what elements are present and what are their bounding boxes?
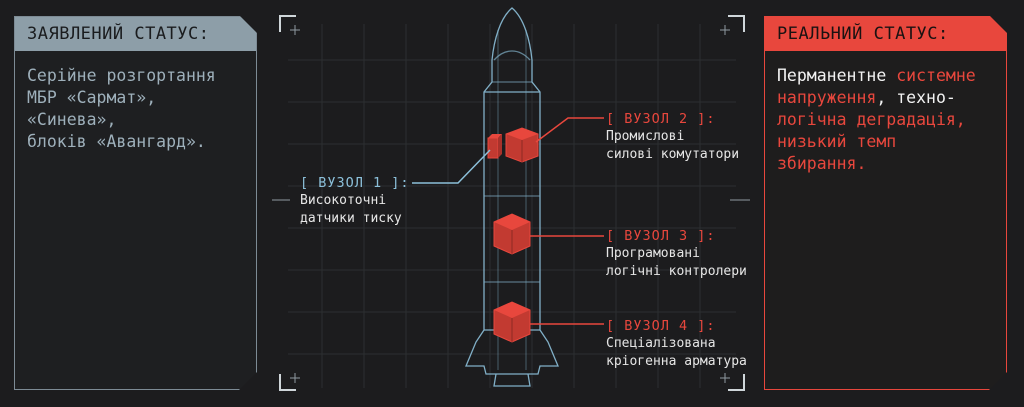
- node-2-desc-line-2: силові комутатори: [606, 147, 740, 162]
- node-1-desc-line-1: Високоточні: [300, 193, 387, 208]
- node-1-component: [487, 134, 502, 159]
- node-3-desc-line-1: Програмовані: [606, 246, 700, 261]
- declared-status-text: Серійне розгортання МБР «Сармат», «Синев…: [15, 51, 256, 167]
- node-2-desc-line-1: Промислові: [606, 129, 685, 144]
- node-2-tag: [ ВУЗОЛ 2 ]:: [606, 111, 716, 127]
- node-4-label: [ ВУЗОЛ 4 ]: Спеціалізована кріогенна ар…: [606, 317, 747, 371]
- panel-corner-cut: [989, 372, 1007, 390]
- header-notch: [990, 16, 1007, 33]
- node-3-label: [ ВУЗОЛ 3 ]: Програмовані логічні контро…: [606, 227, 747, 281]
- actual-line-3: логічна деградація,: [777, 110, 966, 129]
- declared-line-2: МБР «Сармат», «Синева»,: [27, 88, 157, 129]
- node-4-component: [493, 301, 531, 343]
- actual-status-header: РЕАЛЬНИЙ СТАТУС:: [765, 16, 1007, 51]
- actual-status-title: РЕАЛЬНИЙ СТАТУС:: [777, 24, 949, 44]
- node-1-desc-line-2: датчики тиску: [300, 211, 402, 226]
- declared-status-title: ЗАЯВЛЕНИЙ СТАТУС:: [27, 24, 210, 44]
- declared-status-header: ЗАЯВЛЕНИЙ СТАТУС:: [15, 16, 257, 51]
- node-4-tag: [ ВУЗОЛ 4 ]:: [606, 318, 716, 334]
- node-3-tag: [ ВУЗОЛ 3 ]:: [606, 228, 716, 244]
- crosshair-markers: [272, 25, 750, 383]
- node-2-component: [505, 127, 539, 163]
- header-notch: [240, 16, 257, 33]
- node-2-leader: [535, 117, 604, 143]
- node-4-desc-line-2: кріогенна арматура: [606, 354, 747, 369]
- blueprint-grid: [288, 24, 736, 388]
- node-4-desc-line-1: Спеціалізована: [606, 336, 716, 351]
- actual-line-1: Перманентне системне: [777, 65, 994, 87]
- actual-status-text: Перманентне системне напруження, техно- …: [765, 51, 1006, 189]
- declared-line-3: блоків «Авангард».: [27, 132, 206, 151]
- node-3-desc-line-2: логічні контролери: [606, 264, 747, 279]
- node-1-tag: [ ВУЗОЛ 1 ]:: [300, 175, 410, 191]
- node-1-leader: [412, 149, 491, 184]
- panel-corner-cut: [239, 372, 257, 390]
- actual-status-panel: РЕАЛЬНИЙ СТАТУС: Перманентне системне на…: [764, 16, 1007, 390]
- actual-line-4: низький темп збирання.: [777, 132, 897, 173]
- node-1-label: [ ВУЗОЛ 1 ]: Високоточні датчики тиску: [300, 174, 410, 228]
- node-2-label: [ ВУЗОЛ 2 ]: Промислові силові комутатор…: [606, 110, 739, 164]
- actual-line-2: напруження, техно-: [777, 87, 994, 109]
- actual-text-highlight: системне: [896, 66, 976, 85]
- frame-brackets: [279, 15, 745, 391]
- actual-text-highlight: напруження: [777, 88, 877, 107]
- node-3-component: [493, 213, 531, 255]
- actual-text: , техно-: [876, 88, 956, 107]
- actual-text: Перманентне: [777, 66, 897, 85]
- declared-status-panel: ЗАЯВЛЕНИЙ СТАТУС: Серійне розгортання МБ…: [14, 16, 257, 390]
- declared-line-1: Серійне розгортання: [27, 66, 216, 85]
